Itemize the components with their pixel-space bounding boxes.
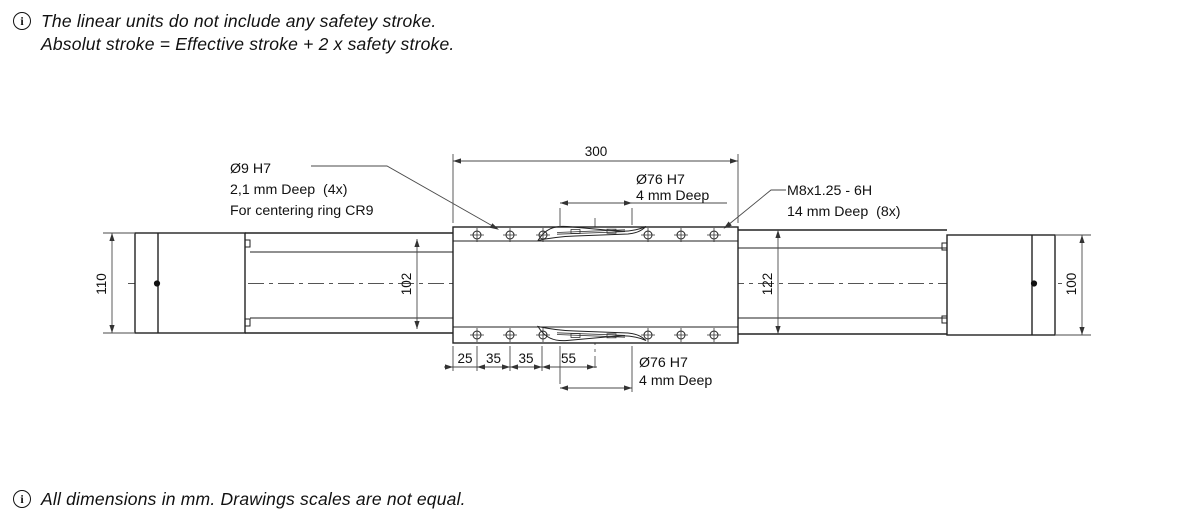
center-mark-left [153, 280, 161, 287]
left-end-block [134, 232, 453, 334]
hole [674, 228, 688, 242]
hole [470, 228, 484, 242]
cover-slot-bottom [536, 325, 647, 342]
dim-102-value: 102 [399, 273, 414, 296]
note-dimensions-mm: i All dimensions in mm. Drawings scales … [13, 488, 466, 511]
note-line-1: The linear units do not include any safe… [41, 11, 437, 31]
hole [503, 228, 517, 242]
dim-100-value: 100 [1064, 273, 1079, 296]
hole [503, 328, 517, 342]
centering-bore-line3: For centering ring CR9 [230, 203, 374, 219]
hole [536, 228, 550, 242]
dimension-300: 300 [452, 144, 739, 223]
mounting-holes-bottom [470, 328, 721, 342]
pilot-top-line2: 4 mm Deep [636, 188, 709, 204]
dimension-hole-spacing: 25 35 35 55 [444, 346, 597, 371]
callout-pilot-top: Ø76 H7 4 mm Deep [559, 172, 727, 227]
callout-pilot-bottom: Ø76 H7 4 mm Deep [559, 346, 712, 392]
dim-25-value: 25 [457, 351, 472, 366]
hole [674, 328, 688, 342]
note-safety-stroke: i The linear units do not include any sa… [13, 10, 454, 56]
note-line-2: Absolut stroke = Effective stroke + 2 x … [41, 34, 455, 54]
note-dimensions-mm-text: All dimensions in mm. Drawings scales ar… [41, 489, 466, 509]
hole [536, 328, 550, 342]
pilot-bottom-line2: 4 mm Deep [639, 373, 712, 389]
hole [470, 328, 484, 342]
pilot-bottom-line1: Ø76 H7 [639, 355, 688, 371]
callout-centering-bore: Ø9 H7 2,1 mm Deep (4x) For centering rin… [230, 161, 499, 230]
hole [707, 228, 721, 242]
center-mark-right [1030, 280, 1038, 287]
callout-thread: M8x1.25 - 6H 14 mm Deep (8x) [723, 183, 901, 229]
dimension-102: 102 [399, 239, 420, 329]
right-end-block [738, 229, 1056, 336]
dim-55-value: 55 [561, 351, 576, 366]
info-icon: i [13, 12, 31, 30]
dimension-110: 110 [94, 232, 134, 334]
centering-bore-line2: 2,1 mm Deep (4x) [230, 182, 347, 198]
dim-110-value: 110 [94, 273, 109, 295]
dim-35-value: 35 [486, 351, 501, 366]
pilot-top-line1: Ø76 H7 [636, 172, 685, 188]
dim-35b-value: 35 [518, 351, 533, 366]
cover-slot-top [536, 225, 647, 242]
mounting-holes-top [470, 228, 721, 242]
thread-line1: M8x1.25 - 6H [787, 183, 872, 199]
centering-bore-line1: Ø9 H7 [230, 161, 271, 177]
thread-line2: 14 mm Deep (8x) [787, 204, 901, 220]
dim-300-value: 300 [585, 144, 608, 159]
carriage-block [452, 225, 739, 344]
dim-122-value: 122 [760, 273, 775, 296]
dimension-100: 100 [1056, 234, 1091, 336]
info-icon: i [13, 490, 31, 508]
note-safety-stroke-text: The linear units do not include any safe… [41, 10, 454, 56]
hole [707, 328, 721, 342]
hole [641, 228, 655, 242]
hole [641, 328, 655, 342]
dimension-122: 122 [760, 230, 781, 334]
